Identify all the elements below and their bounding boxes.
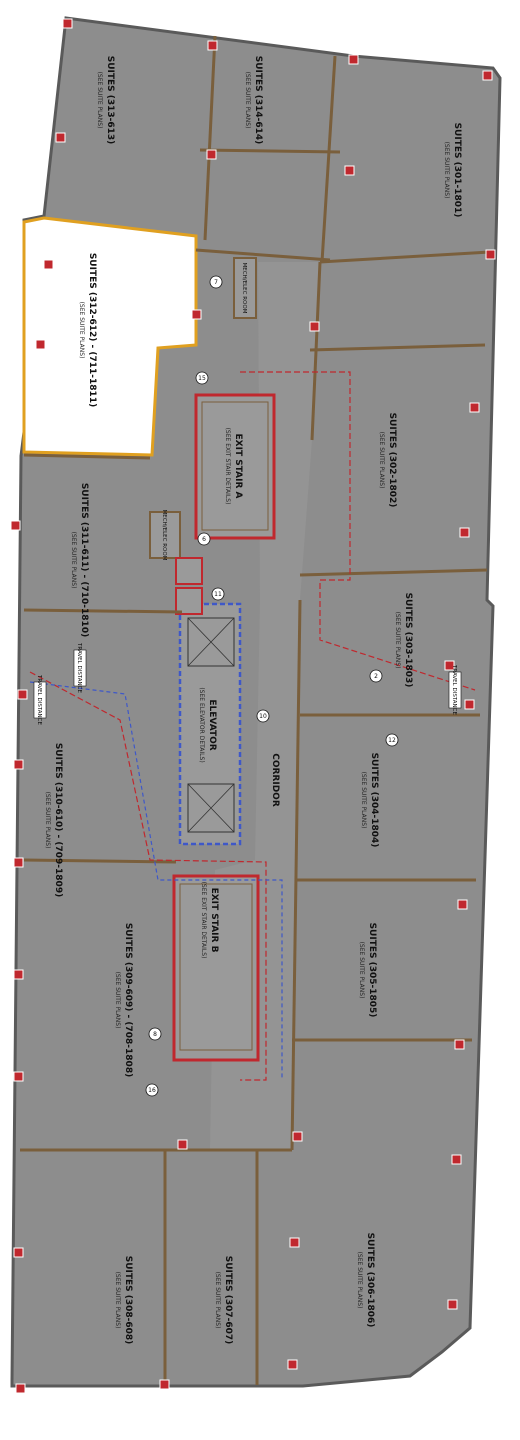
suite-label-303: SUITES (303-1803) (SEE SUITE PLANS) — [394, 593, 413, 688]
suite-309-title: SUITES (309-609) - (708-1808) — [123, 923, 133, 1077]
mech-room-core-title: MECH/ELEC ROOM — [161, 510, 167, 561]
suite-label-311: SUITES (311-611) - (710-1810) (SEE SUITE… — [70, 483, 89, 637]
suite-310-note: (SEE SUITE PLANS) — [44, 792, 51, 849]
suite-306-title: SUITES (306-1806) — [365, 1233, 375, 1328]
suite-305-note: (SEE SUITE PLANS) — [358, 942, 365, 999]
suite-308-title: SUITES (308-608) — [123, 1256, 133, 1345]
suite-311-title: SUITES (311-611) - (710-1810) — [79, 483, 89, 637]
callout-16-text: 16 — [148, 1087, 156, 1094]
travel-distance-note-1: TRAVEL DISTANCE — [448, 664, 462, 715]
elevator-shaft — [178, 602, 242, 846]
mech-room-core-label: MECH/ELEC ROOM — [161, 510, 167, 561]
corridor-title: CORRIDOR — [270, 753, 280, 807]
suite-301-title: SUITES (301-1801) — [452, 123, 462, 218]
travel-distance-note-3: TRAVEL DISTANCE — [73, 642, 87, 693]
exit-stair-b-note: (SEE EXIT STAIR DETAILS) — [200, 882, 207, 959]
highlighted-suite-312[interactable] — [22, 216, 198, 457]
suite-label-312: SUITES (312-612) - (711-1811) (SEE SUITE… — [78, 253, 97, 407]
callout-12-text: 12 — [388, 737, 396, 744]
suite-307-title: SUITES (307-607) — [223, 1256, 233, 1345]
suite-312-title: SUITES (312-612) - (711-1811) — [87, 253, 97, 407]
exit-stair-b-title: EXIT STAIR B — [209, 888, 219, 953]
suite-314-note: (SEE SUITE PLANS) — [244, 72, 251, 129]
callout-16: 16 — [145, 1083, 159, 1097]
columns — [10, 18, 496, 1394]
suite-304-note: (SEE SUITE PLANS) — [360, 772, 367, 829]
shaft-b — [175, 587, 203, 615]
travel-distance-note-1-text: TRAVEL DISTANCE — [451, 664, 457, 715]
travel-distance-note-2-text: TRAVEL DISTANCE — [36, 674, 42, 725]
suite-301-note: (SEE SUITE PLANS) — [443, 142, 450, 199]
egress-paths — [29, 371, 476, 1081]
exit-stair-a — [194, 393, 276, 540]
callout-8: 8 — [148, 1027, 162, 1041]
callout-15: 15 — [195, 371, 209, 385]
exit-stair-b — [172, 874, 260, 1062]
mech-room-north — [233, 257, 257, 319]
suite-label-305: SUITES (305-1805) (SEE SUITE PLANS) — [358, 923, 377, 1018]
suite-304-title: SUITES (304-1804) — [369, 753, 379, 848]
suite-302-note: (SEE SUITE PLANS) — [378, 432, 385, 489]
elevator-car-2-x2 — [187, 783, 235, 833]
callout-8-text: 8 — [153, 1031, 157, 1038]
suite-label-314: SUITES (314-614) (SEE SUITE PLANS) — [244, 56, 263, 145]
shaft-a — [175, 557, 203, 585]
suite-label-306: SUITES (306-1806) (SEE SUITE PLANS) — [356, 1233, 375, 1328]
callout-7-text: 7 — [214, 279, 218, 286]
walls — [20, 35, 491, 1385]
suite-309-note: (SEE SUITE PLANS) — [114, 972, 121, 1029]
callout-10: 10 — [256, 709, 270, 723]
mech-room-core — [149, 511, 181, 559]
suite-label-307: SUITES (307-607) (SEE SUITE PLANS) — [214, 1256, 233, 1345]
callout-7: 7 — [209, 275, 223, 289]
exit-stair-b-label: EXIT STAIR B (SEE EXIT STAIR DETAILS) — [200, 882, 219, 959]
suite-label-304: SUITES (304-1804) (SEE SUITE PLANS) — [360, 753, 379, 848]
suite-310-title: SUITES (310-610) - (709-1809) — [53, 743, 63, 897]
suite-305-title: SUITES (305-1805) — [367, 923, 377, 1018]
callout-6: 6 — [197, 532, 211, 546]
suite-label-302: SUITES (302-1802) (SEE SUITE PLANS) — [378, 413, 397, 508]
suite-314-title: SUITES (314-614) — [253, 56, 263, 145]
elevator-label: ELEVATOR (SEE ELEVATOR DETAILS) — [198, 687, 217, 762]
travel-distance-note-3-text: TRAVEL DISTANCE — [76, 642, 82, 693]
suite-307-note: (SEE SUITE PLANS) — [214, 1272, 221, 1329]
callout-11: 11 — [211, 587, 225, 601]
suite-312-note: (SEE SUITE PLANS) — [78, 302, 85, 359]
suite-302-title: SUITES (302-1802) — [387, 413, 397, 508]
suite-303-title: SUITES (303-1803) — [403, 593, 413, 688]
suite-303-note: (SEE SUITE PLANS) — [394, 612, 401, 669]
travel-distance-note-2: TRAVEL DISTANCE — [33, 674, 47, 725]
callout-12: 12 — [385, 733, 399, 747]
callout-15-text: 15 — [198, 375, 206, 382]
suite-308-note: (SEE SUITE PLANS) — [114, 1272, 121, 1329]
suite-label-310: SUITES (310-610) - (709-1809) (SEE SUITE… — [44, 743, 63, 897]
exit-stair-a-label: EXIT STAIR A (SEE EXIT STAIR DETAILS) — [224, 428, 243, 505]
callout-11-text: 11 — [214, 591, 222, 598]
elevator-note: (SEE ELEVATOR DETAILS) — [198, 687, 205, 762]
exit-stair-b-inner — [179, 883, 253, 1051]
callout-10-text: 10 — [259, 713, 267, 720]
callout-6-text: 6 — [202, 536, 206, 543]
exit-stair-a-note: (SEE EXIT STAIR DETAILS) — [224, 428, 231, 505]
elevator-car-2 — [187, 783, 235, 833]
suite-311-note: (SEE SUITE PLANS) — [70, 532, 77, 589]
elevator-car-1 — [187, 617, 235, 667]
suite-label-313: SUITES (313-613) (SEE SUITE PLANS) — [96, 56, 115, 145]
corridor-label: CORRIDOR — [270, 753, 280, 807]
callout-2-text: 2 — [374, 673, 378, 680]
suite-306-note: (SEE SUITE PLANS) — [356, 1252, 363, 1309]
elevator-car-1-x2 — [187, 617, 235, 667]
callout-2: 2 — [369, 669, 383, 683]
suite-label-309: SUITES (309-609) - (708-1808) (SEE SUITE… — [114, 923, 133, 1077]
suite-label-301: SUITES (301-1801) (SEE SUITE PLANS) — [443, 123, 462, 218]
mech-room-north-label: MECH/ELEC ROOM — [241, 263, 247, 314]
suite-313-note: (SEE SUITE PLANS) — [96, 72, 103, 129]
elevator-title: ELEVATOR — [207, 699, 217, 750]
mech-room-north-title: MECH/ELEC ROOM — [241, 263, 247, 314]
suite-313-title: SUITES (313-613) — [105, 56, 115, 145]
suite-label-308: SUITES (308-608) (SEE SUITE PLANS) — [114, 1256, 133, 1345]
exit-stair-a-title: EXIT STAIR A — [233, 434, 243, 499]
exit-stair-a-inner — [201, 401, 269, 531]
